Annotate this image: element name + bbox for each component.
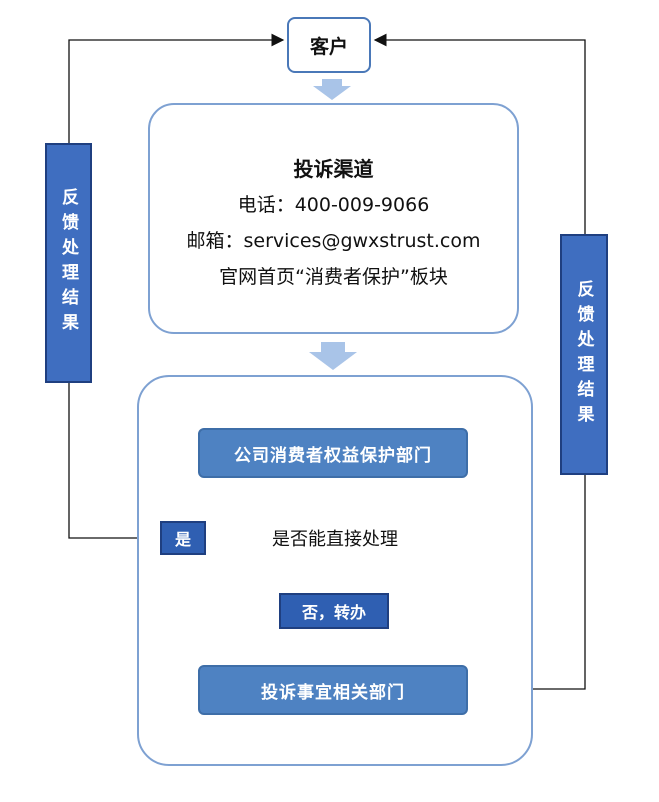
feedback-label-right: 反馈处理结果 [560, 234, 608, 475]
decision-label: 是否能直接处理 [272, 529, 398, 550]
customer-label: 客户 [309, 35, 348, 58]
customer-box: 客户 [287, 17, 371, 73]
no-transfer-label: 否，转办 [279, 593, 389, 629]
related-label: 投诉事宜相关部门 [261, 682, 405, 703]
related-dept-box: 投诉事宜相关部门 [198, 665, 468, 715]
down-arrow-1 [313, 79, 351, 100]
complaint-channels-box: 投诉渠道 电话：400-009-9066 邮箱：services@gwxstru… [148, 103, 519, 334]
down-arrow-2 [309, 342, 357, 370]
channels-phone: 电话：400-009-9066 [237, 194, 430, 216]
feedback-left-text: 反馈处理结果 [58, 188, 78, 338]
channels-title: 投诉渠道 [293, 157, 374, 181]
channels-website: 官网首页“消费者保护”板块 [219, 266, 448, 288]
channels-email: 邮箱：services@gwxstrust.com [186, 230, 481, 252]
consumer-protection-dept-box: 公司消费者权益保护部门 [198, 428, 468, 478]
feedback-label-left: 反馈处理结果 [45, 143, 92, 383]
dept-label: 公司消费者权益保护部门 [234, 445, 432, 466]
yes-label: 是 [160, 521, 206, 555]
feedback-right-text: 反馈处理结果 [573, 279, 594, 430]
